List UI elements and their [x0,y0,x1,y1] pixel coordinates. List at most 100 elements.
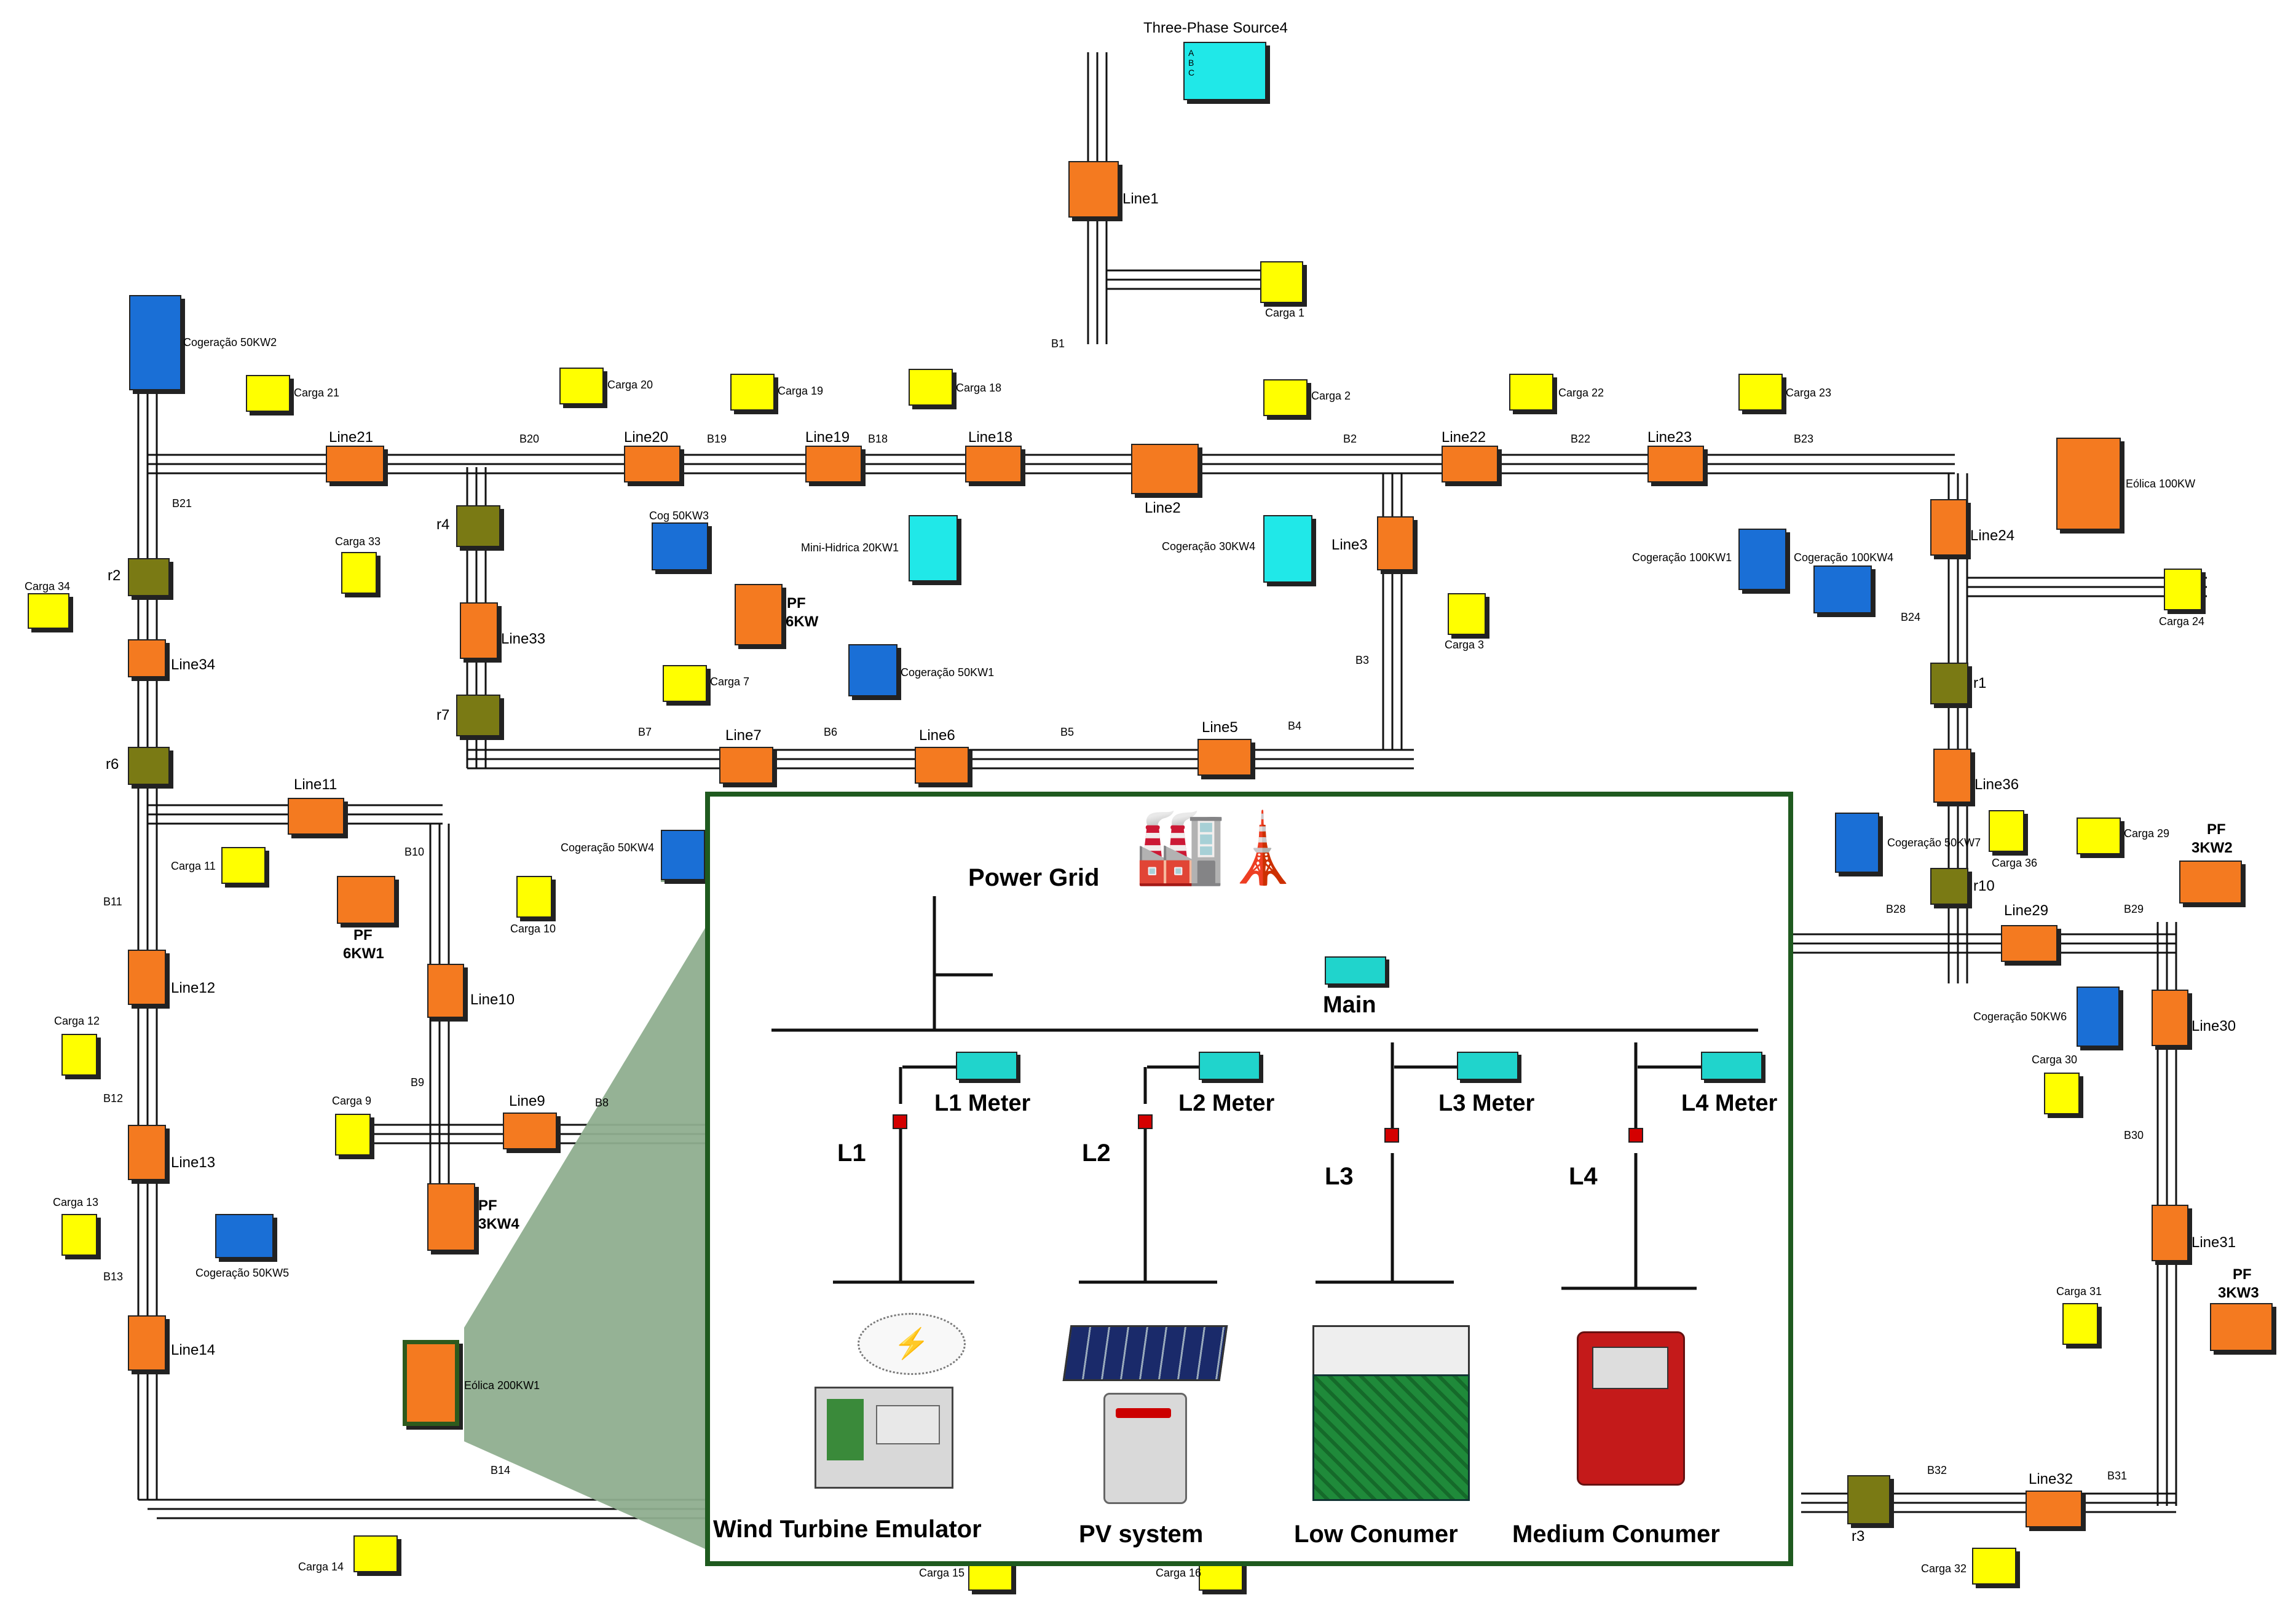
line1-block[interactable] [1068,161,1119,218]
load-carga36[interactable] [1989,810,2024,852]
eolica-200kw1[interactable] [403,1340,459,1426]
load-carga3[interactable] [1448,593,1486,635]
line32-block[interactable] [2026,1491,2082,1527]
carga1-label: Carga 1 [1265,307,1305,319]
l3-meter-block[interactable] [1457,1052,1518,1080]
line24-block[interactable] [1930,499,1967,556]
line2-block[interactable] [1131,444,1199,494]
load-carga20[interactable] [559,368,604,404]
line19-block[interactable] [805,446,862,482]
line31-block[interactable] [2152,1205,2188,1261]
l2-meter-block[interactable] [1199,1052,1260,1080]
bus-b7: B7 [638,726,652,738]
pf-3kw4[interactable] [427,1183,475,1251]
line20-block[interactable] [624,446,681,482]
load-carga7[interactable] [663,665,707,702]
bus-b31: B31 [2107,1470,2128,1482]
bus-b6: B6 [824,726,838,738]
regulator-r10[interactable] [1930,868,1968,905]
line9-label: Line9 [509,1093,545,1109]
load-carga22[interactable] [1509,374,1553,411]
pf-3kw3[interactable] [2210,1303,2273,1351]
carga14-label: Carga 14 [298,1561,344,1573]
line22-block[interactable] [1442,446,1498,482]
line33-block[interactable] [460,602,498,659]
main-meter-block[interactable] [1325,956,1386,985]
eolica-100kw[interactable] [2056,438,2121,530]
line29-block[interactable] [2001,925,2057,962]
load-carga24[interactable] [2164,569,2202,610]
load-carga15[interactable] [968,1561,1012,1591]
regulator-r1[interactable] [1930,663,1968,704]
regulator-r2[interactable] [128,558,170,596]
load-carga1[interactable] [1260,261,1303,303]
line11-block[interactable] [288,798,344,835]
load-carga11[interactable] [221,847,266,884]
load-carga31[interactable] [2062,1303,2098,1345]
line13-block[interactable] [128,1125,166,1180]
load-carga23[interactable] [1738,374,1783,411]
line14-block[interactable] [128,1315,166,1371]
cog-50kw3[interactable] [652,522,708,570]
cogen-50kw6[interactable] [2077,987,2120,1047]
line7-label: Line7 [725,727,762,744]
line9-block[interactable] [503,1113,557,1149]
cogen-50kw4[interactable] [661,830,705,880]
load-carga14[interactable] [353,1535,398,1572]
line10-block[interactable] [427,964,464,1018]
load-carga16[interactable] [1199,1561,1243,1591]
cogen-50kw1[interactable] [848,644,897,696]
carga13-label: Carga 13 [53,1196,99,1208]
cogen-50kw7[interactable] [1835,813,1879,873]
l1-meter-block[interactable] [956,1052,1017,1080]
pf-6kw[interactable] [735,584,783,645]
regulator-r6[interactable] [128,747,170,785]
pf-3kw2[interactable] [2179,861,2242,904]
r1-label: r1 [1973,675,1987,691]
line18-block[interactable] [965,446,1022,482]
load-carga32[interactable] [1972,1548,2016,1585]
load-carga19[interactable] [730,374,775,411]
load-carga13[interactable] [61,1214,97,1256]
cogen-50kw2[interactable] [129,295,181,390]
regulator-r3[interactable] [1847,1475,1890,1524]
carga2-label: Carga 2 [1311,390,1351,402]
medium-consumer-label: Medium Conumer [1512,1521,1720,1548]
line6-block[interactable] [915,747,969,784]
line10-label: Line10 [470,991,515,1008]
load-carga33[interactable] [341,552,377,594]
load-carga30[interactable] [2044,1073,2080,1114]
cogen-30kw4[interactable] [1263,515,1312,583]
l4-meter-block[interactable] [1701,1052,1762,1080]
line22-label: Line22 [1442,429,1486,446]
load-carga2[interactable] [1263,379,1308,416]
mini-hidrica[interactable] [909,515,958,581]
line7-block[interactable] [719,747,773,784]
line34-block[interactable] [128,639,166,677]
load-carga10[interactable] [516,876,552,918]
line5-block[interactable] [1197,739,1252,776]
line36-block[interactable] [1933,749,1971,803]
regulator-r7[interactable] [456,695,500,736]
load-carga21[interactable] [246,375,290,412]
line23-block[interactable] [1647,446,1704,482]
bus-b18: B18 [868,433,888,445]
load-carga29[interactable] [2077,817,2121,854]
regulator-r4[interactable] [456,505,500,547]
line6-label: Line6 [919,727,955,744]
load-carga34[interactable] [28,593,69,629]
load-carga9[interactable] [335,1114,371,1156]
pf-3kw3-label-b: 3KW3 [2218,1285,2259,1301]
line3-block[interactable] [1377,516,1414,570]
cogen-100kw4[interactable] [1813,565,1872,613]
cogen-50kw5[interactable] [215,1214,274,1258]
load-carga12[interactable] [61,1034,97,1076]
line21-block[interactable] [326,446,384,482]
wind-turbine-label: Wind Turbine Emulator [713,1516,982,1543]
load-carga18[interactable] [909,369,953,406]
cogen-100kw1[interactable] [1738,529,1786,590]
line12-block[interactable] [128,950,166,1005]
pf-6kw1[interactable] [337,876,395,924]
line30-block[interactable] [2152,990,2188,1046]
